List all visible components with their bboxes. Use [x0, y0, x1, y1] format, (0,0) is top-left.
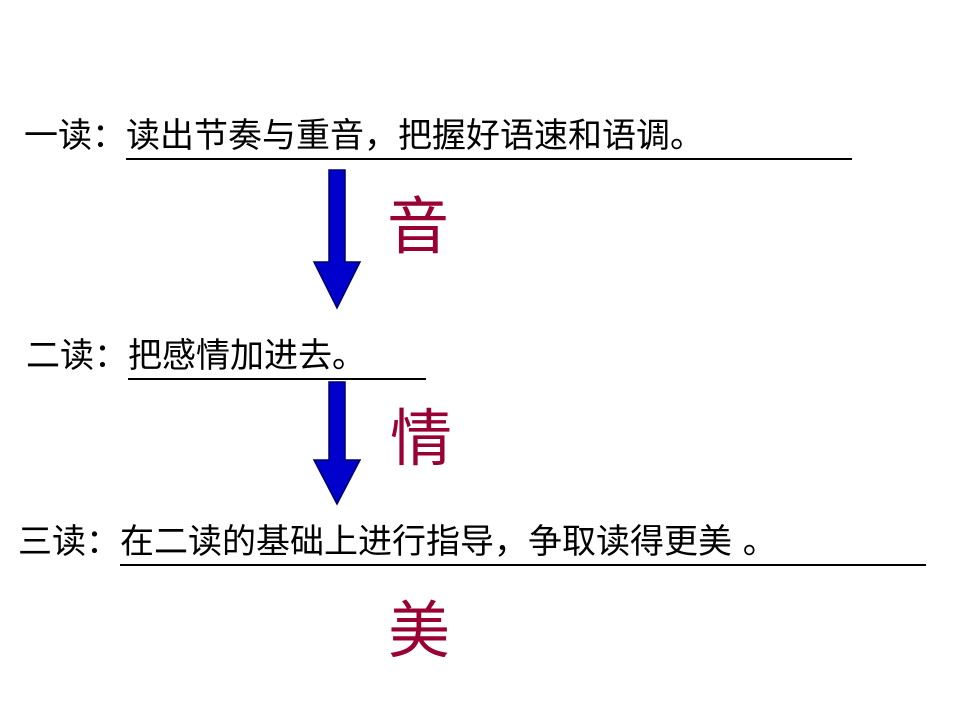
step-one-prefix: 一读：	[24, 116, 126, 156]
step-three: 三读：在二读的基础上进行指导，争取读得更美 。	[18, 522, 926, 566]
keyword-sound: 音	[387, 190, 450, 263]
arrow-down-icon	[312, 169, 362, 310]
keyword-beauty: 美	[388, 594, 451, 667]
step-two-text: 把感情加进去。	[128, 336, 426, 380]
step-one: 一读：读出节奏与重音，把握好语速和语调。	[24, 116, 852, 160]
step-three-prefix: 三读：	[18, 522, 120, 562]
step-two: 二读：把感情加进去。	[26, 336, 426, 380]
step-three-text: 在二读的基础上进行指导，争取读得更美 。	[120, 522, 926, 566]
keyword-emotion: 情	[390, 402, 453, 475]
step-two-prefix: 二读：	[26, 336, 128, 376]
step-one-text: 读出节奏与重音，把握好语速和语调。	[126, 116, 852, 160]
arrow-down-icon	[312, 381, 362, 506]
